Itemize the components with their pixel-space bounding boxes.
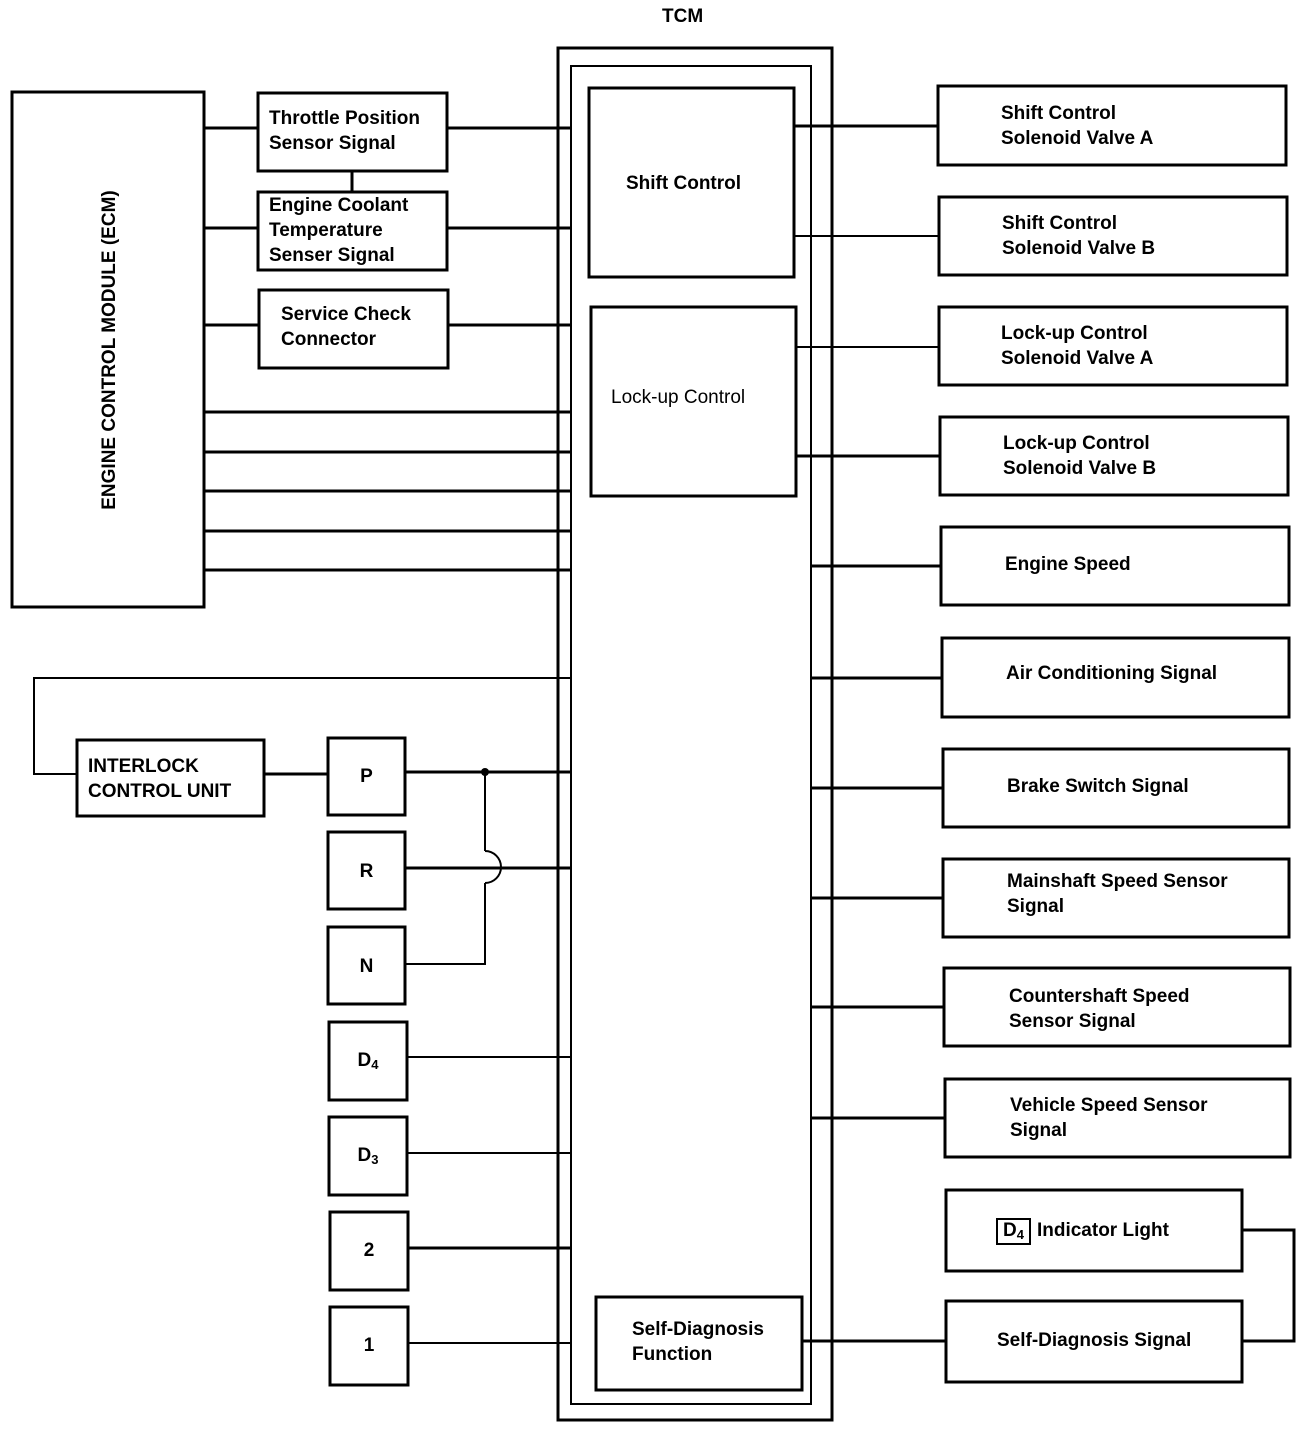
- ecm-box: [10, 90, 206, 609]
- service-check-box: [257, 288, 450, 370]
- gear-box-d4: [327, 1020, 409, 1102]
- interlock-box: [75, 738, 266, 818]
- gear-box-p: [326, 736, 407, 817]
- gear-label-r: R: [359, 861, 374, 882]
- lockup-control-block: [589, 305, 798, 498]
- d4-badge: D4: [996, 1218, 1031, 1245]
- gear-label-d4: D4: [357, 1050, 379, 1072]
- output-label-5: Engine Speed: [1005, 554, 1131, 575]
- gear-label-2: 2: [363, 1240, 375, 1261]
- gear-label-1: 1: [363, 1335, 375, 1356]
- output-label-7: Brake Switch Signal: [1007, 776, 1189, 797]
- output-label-12: Self-Diagnosis Signal: [997, 1330, 1192, 1351]
- gear-box-n: [326, 925, 407, 1006]
- tcm-inner-frame: [570, 65, 812, 1405]
- gear-box-1: [328, 1305, 410, 1387]
- tcm-outer-frame: [556, 46, 834, 1422]
- wire-p-n-bridge-bottom: [405, 883, 486, 965]
- gear-label-p: P: [360, 766, 373, 787]
- output-label-6: Air Conditioning Signal: [1006, 663, 1218, 684]
- ecm-label: ENGINE CONTROL MODULE (ECM): [99, 190, 120, 510]
- gear-box-2: [328, 1210, 410, 1292]
- junction-dot: [481, 768, 489, 776]
- gear-label-d3: D3: [357, 1145, 379, 1167]
- gear-label-n: N: [359, 956, 374, 977]
- lockup-control-label: Lock-up Control: [611, 387, 746, 408]
- shift-control-block: [587, 86, 796, 279]
- self-diagnosis-block: [594, 1295, 804, 1392]
- gear-box-r: [326, 830, 407, 911]
- tcm-title: TCM: [662, 6, 704, 27]
- wire-indicator-selfdiag: [1242, 1228, 1296, 1343]
- wire-interlock-loop: [33, 677, 571, 775]
- gear-box-d3: [327, 1115, 409, 1197]
- shift-control-label: Shift Control: [626, 173, 742, 194]
